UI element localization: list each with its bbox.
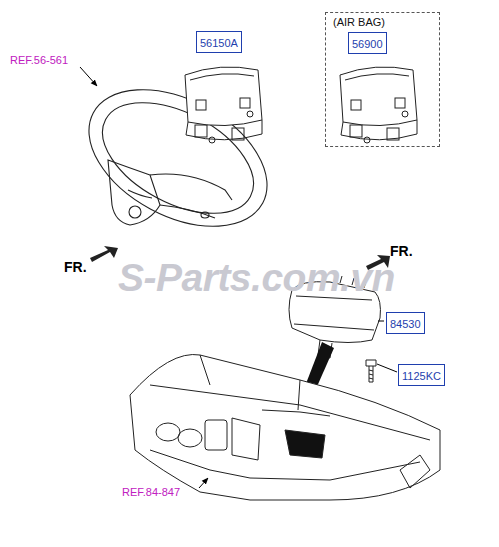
part-number-box: 1125KC [398, 364, 445, 386]
reference-label: REF.84-847 [122, 486, 180, 498]
reference-label: REF.84-847 [122, 486, 180, 498]
group-box: (AIR BAG) 56900 [325, 12, 440, 147]
front-arrow [90, 246, 118, 262]
driver-airbag-module [185, 67, 262, 143]
part-number-box: 56900 [348, 32, 387, 54]
watermark: S-Parts.com.vn [118, 256, 395, 300]
part-number: 1125KC [402, 370, 441, 383]
reference-label: REF.56-561 [10, 54, 68, 66]
steering-wheel [66, 62, 290, 255]
part-number: 56150A [200, 37, 238, 50]
part-number: 56900 [352, 38, 383, 51]
watermark: S-Parts.com.vn [118, 256, 395, 300]
reference-label: REF.56-561 [10, 54, 68, 66]
part-number-box: 84530 [386, 312, 425, 334]
front-label: FR. [64, 259, 87, 275]
airbag-module [340, 67, 417, 143]
group-heading: (AIR BAG) [333, 16, 385, 29]
part-number-box: 56150A [196, 31, 242, 53]
dashboard [130, 355, 440, 501]
front-label: FR. [64, 259, 87, 275]
part-number: 84530 [390, 318, 421, 331]
bolt [366, 360, 376, 382]
